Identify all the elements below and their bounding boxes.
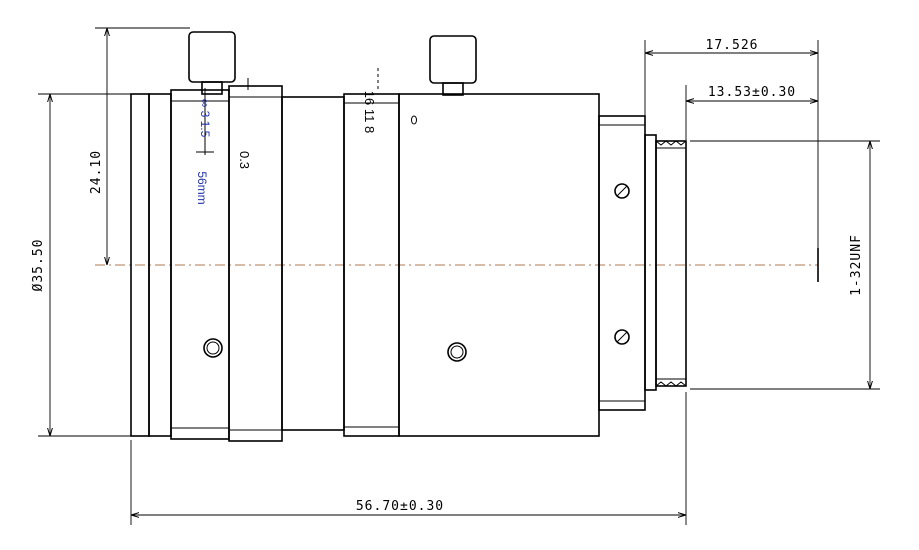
- dim-front-height-label: 24.10: [89, 150, 104, 194]
- focal-length-label: 56mm: [195, 171, 209, 204]
- dim-front-height: 24.10: [89, 27, 190, 265]
- second-ring: [228, 78, 283, 442]
- screw-hole-focus: [203, 338, 223, 358]
- dim-thread-label: 1-32UNF: [849, 234, 864, 296]
- rear-mount: [598, 115, 687, 411]
- dim-total-length: 56.70±0.30: [130, 392, 687, 525]
- min-distance-label: 0.3: [237, 151, 252, 169]
- focus-lock-screw: [188, 31, 236, 95]
- set-screw-bottom: [614, 329, 630, 345]
- set-screw-top: [614, 183, 630, 199]
- focus-ring: [170, 88, 230, 440]
- dim-top-length-label: 17.526: [706, 38, 759, 53]
- dim-back-focus-label: 13.53±0.30: [708, 85, 796, 100]
- dim-total-length-label: 56.70±0.30: [356, 499, 444, 514]
- dim-diameter-label: Ø35.50: [31, 239, 46, 292]
- dim-thread: 1-32UNF: [690, 140, 880, 390]
- lens-waist: [281, 96, 345, 431]
- distance-scale-marks: ∞ 3 1.5: [198, 99, 212, 138]
- dim-back-focus: 13.53±0.30: [685, 85, 818, 140]
- aperture-scale-marks: 16 11 8: [362, 91, 377, 133]
- dim-diameter: Ø35.50: [31, 93, 131, 437]
- aperture-lock-screw: [429, 35, 477, 96]
- dim-top-length: 17.526: [644, 38, 819, 248]
- screw-hole-body: [447, 342, 467, 362]
